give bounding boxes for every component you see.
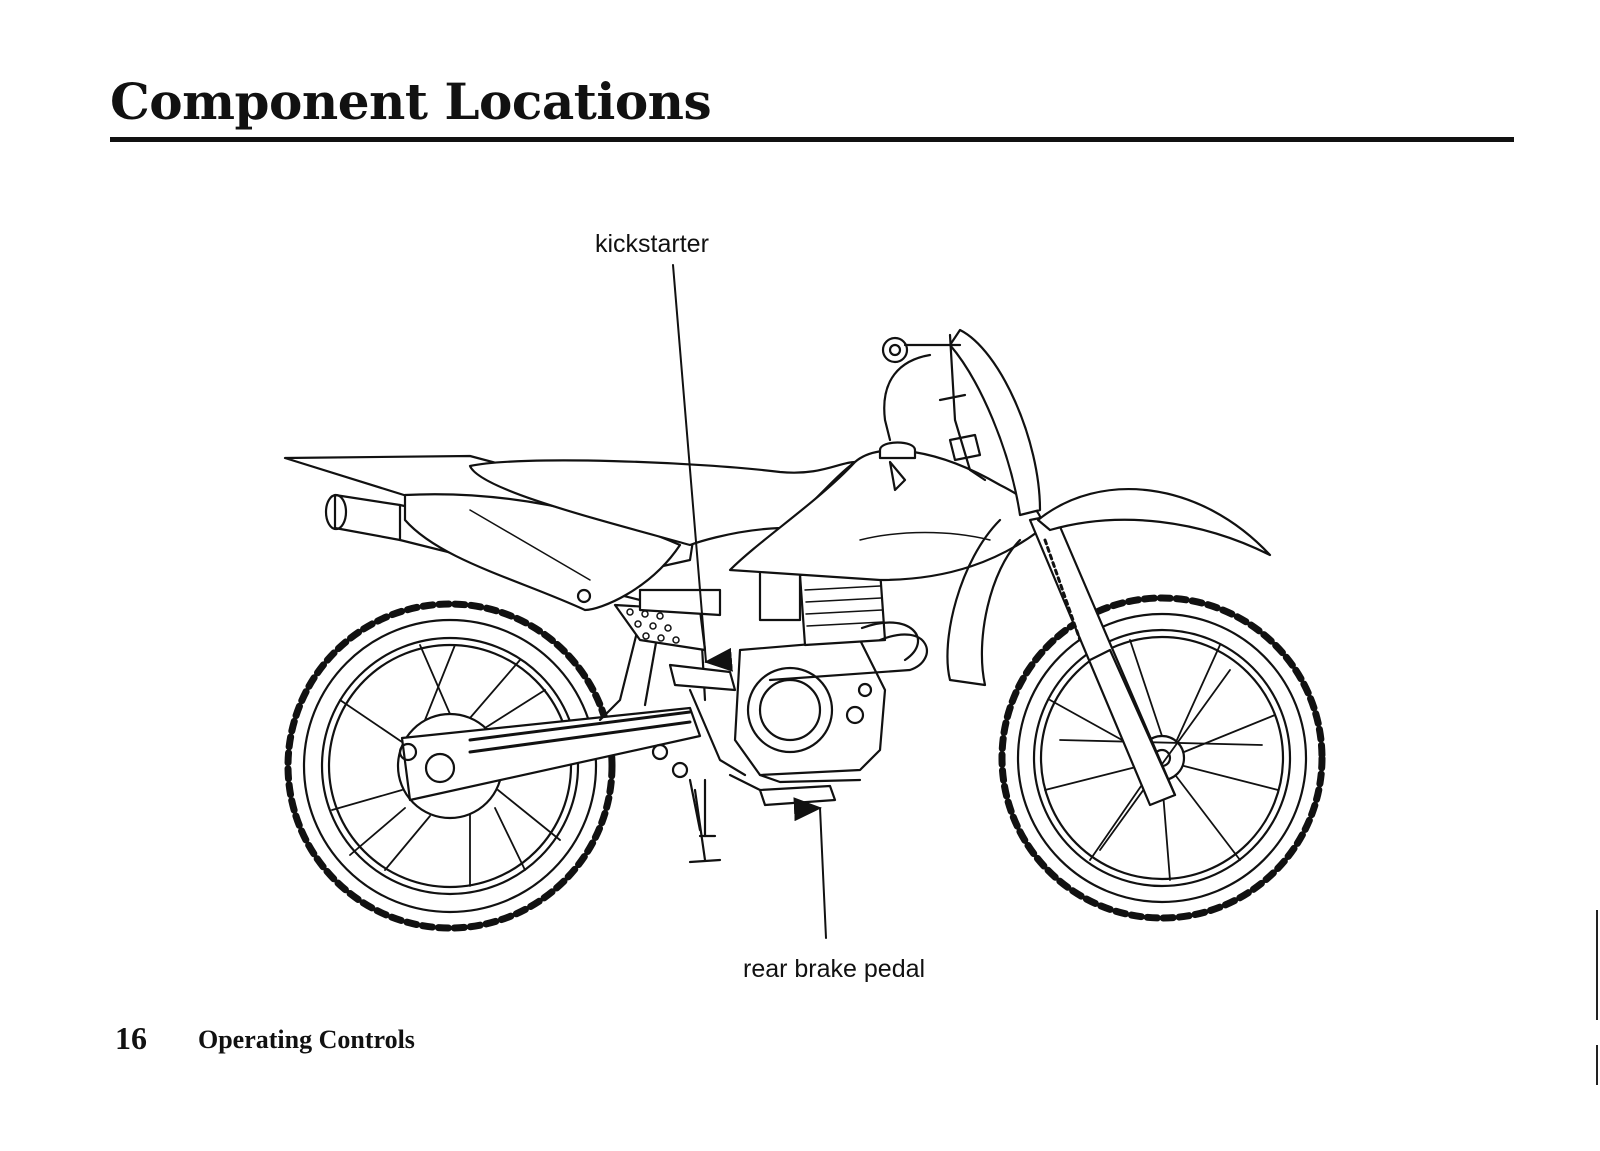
- front-wheel: [998, 594, 1326, 922]
- leader-lines: [672, 264, 827, 939]
- swingarm: [398, 706, 702, 802]
- kickstarter-leader: [672, 264, 733, 672]
- rear-wheel: [284, 600, 616, 932]
- fuel-tank: [728, 441, 1043, 582]
- page-number: 16: [115, 1020, 147, 1056]
- title-rule: [110, 137, 1514, 142]
- section-title: Operating Controls: [198, 1025, 415, 1054]
- page-title: Component Locations: [110, 72, 712, 131]
- handlebar: [881, 328, 1042, 517]
- callout-kickstarter: kickstarter: [595, 230, 709, 258]
- page-edge-mark: [1596, 910, 1598, 1020]
- front-fork: [1028, 513, 1177, 807]
- brake-pedal: [758, 784, 837, 807]
- front-fender: [946, 488, 1272, 687]
- callout-rear-brake-pedal: rear brake pedal: [743, 955, 926, 983]
- kickstand: [688, 788, 722, 864]
- page-edge-mark: [1596, 1045, 1598, 1085]
- brake-pedal-leader: [793, 797, 827, 939]
